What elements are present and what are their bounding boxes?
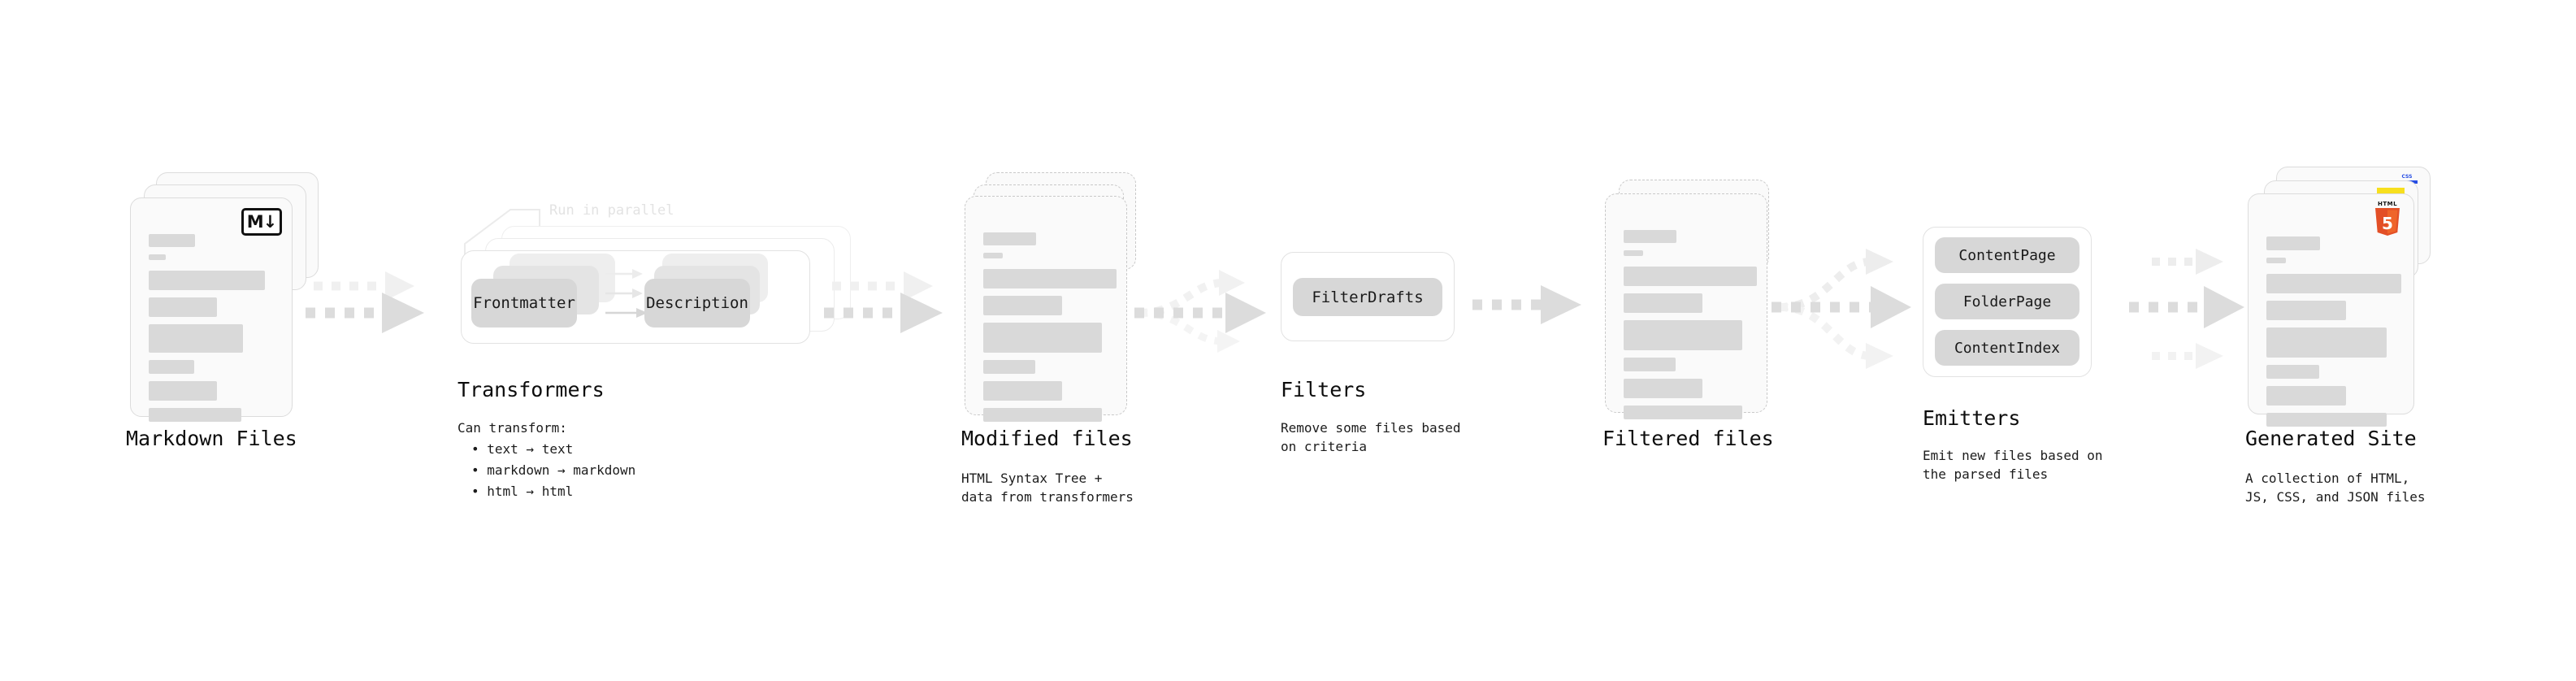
stage-title-transformers: Transformers — [458, 378, 605, 401]
doc-line — [983, 323, 1102, 353]
doc-line — [983, 360, 1035, 374]
run-in-parallel-label: Run in parallel — [549, 202, 674, 219]
doc-line — [983, 408, 1102, 422]
site-doc-lines — [2266, 236, 2401, 434]
transformers-bullet-0: • text → text — [471, 441, 574, 457]
markdown-icon: M↓ — [241, 208, 282, 236]
arrow-filtered-to-emitters — [1772, 249, 1911, 369]
doc-line — [983, 296, 1062, 315]
doc-line — [1624, 250, 1643, 256]
html5-icon: HTML 5 — [2373, 201, 2402, 236]
filtered-doc-lines — [1624, 230, 1757, 427]
stage-title-emitters: Emitters — [1923, 406, 2021, 430]
stage-desc-modified-files: HTML Syntax Tree + data from transformer… — [961, 471, 1134, 505]
doc-line — [2266, 274, 2401, 293]
doc-line — [2266, 365, 2319, 379]
doc-line — [1624, 358, 1676, 371]
css-icon-label: CSS — [2401, 174, 2413, 180]
filter-chip-filterdrafts[interactable]: FilterDrafts — [1293, 278, 1442, 316]
stage-title-modified-files: Modified files — [961, 427, 1133, 450]
doc-line — [149, 360, 194, 374]
stage-title-filters: Filters — [1281, 378, 1367, 401]
markdown-doc-lines — [149, 234, 277, 429]
stage-title-markdown-files: Markdown Files — [126, 427, 297, 450]
doc-line — [2266, 413, 2387, 427]
site-card-front: HTML 5 — [2248, 193, 2414, 427]
markdown-card-front: M↓ — [130, 197, 293, 422]
doc-line — [983, 232, 1036, 245]
doc-line — [1624, 293, 1702, 313]
emitter-chip-contentpage[interactable]: ContentPage — [1935, 237, 2079, 273]
doc-line — [149, 271, 265, 290]
doc-line — [149, 324, 243, 353]
emitter-chip-contentindex[interactable]: ContentIndex — [1935, 330, 2079, 366]
doc-line — [149, 234, 195, 247]
transformers-bullet-1: • markdown → markdown — [471, 462, 636, 478]
doc-line — [1624, 379, 1702, 398]
transformers-bullet-2: • html → html — [471, 484, 574, 499]
doc-line — [1624, 230, 1676, 243]
transformer-chip-frontmatter[interactable]: Frontmatter — [471, 279, 577, 327]
transformer-chip-description[interactable]: Description — [644, 279, 750, 327]
doc-line — [149, 254, 166, 260]
stage-title-generated-site: Generated Site — [2245, 427, 2417, 450]
doc-line — [1624, 406, 1742, 419]
doc-line — [149, 408, 241, 422]
emitter-chip-folderpage[interactable]: FolderPage — [1935, 284, 2079, 319]
filtered-card-front — [1605, 193, 1767, 419]
doc-line — [983, 253, 1003, 258]
arrow-modified-to-filters — [1134, 270, 1266, 353]
doc-line — [2266, 236, 2320, 250]
doc-line — [149, 297, 217, 317]
transformer-inner-arrows — [605, 269, 648, 318]
doc-line — [149, 381, 217, 401]
stage-title-filtered-files: Filtered files — [1602, 427, 1774, 450]
doc-line — [1624, 320, 1742, 350]
arrow-emitters-to-site — [2129, 249, 2244, 369]
html5-icon-label: HTML — [2377, 201, 2398, 207]
modified-card-front — [965, 196, 1127, 422]
arrow-markdown-to-transformers — [306, 271, 424, 333]
html5-icon-number: 5 — [2382, 214, 2393, 233]
modified-doc-lines — [983, 232, 1117, 429]
arrow-transformers-to-modified — [824, 271, 943, 333]
doc-line — [1624, 267, 1757, 286]
doc-line — [983, 269, 1117, 288]
html5-shield: 5 — [2375, 208, 2400, 236]
arrow-filters-to-filtered — [1472, 285, 1581, 324]
stage-desc-transformers: Can transform: — [458, 420, 567, 436]
stage-desc-filters: Remove some files based on criteria — [1281, 420, 1461, 455]
doc-line — [2266, 258, 2286, 263]
doc-line — [983, 381, 1062, 401]
doc-line — [2266, 301, 2346, 320]
stage-desc-emitters: Emit new files based on the parsed files — [1923, 448, 2103, 483]
stage-desc-generated-site: A collection of HTML, JS, CSS, and JSON … — [2245, 471, 2426, 505]
doc-line — [2266, 386, 2346, 406]
doc-line — [2266, 327, 2387, 358]
